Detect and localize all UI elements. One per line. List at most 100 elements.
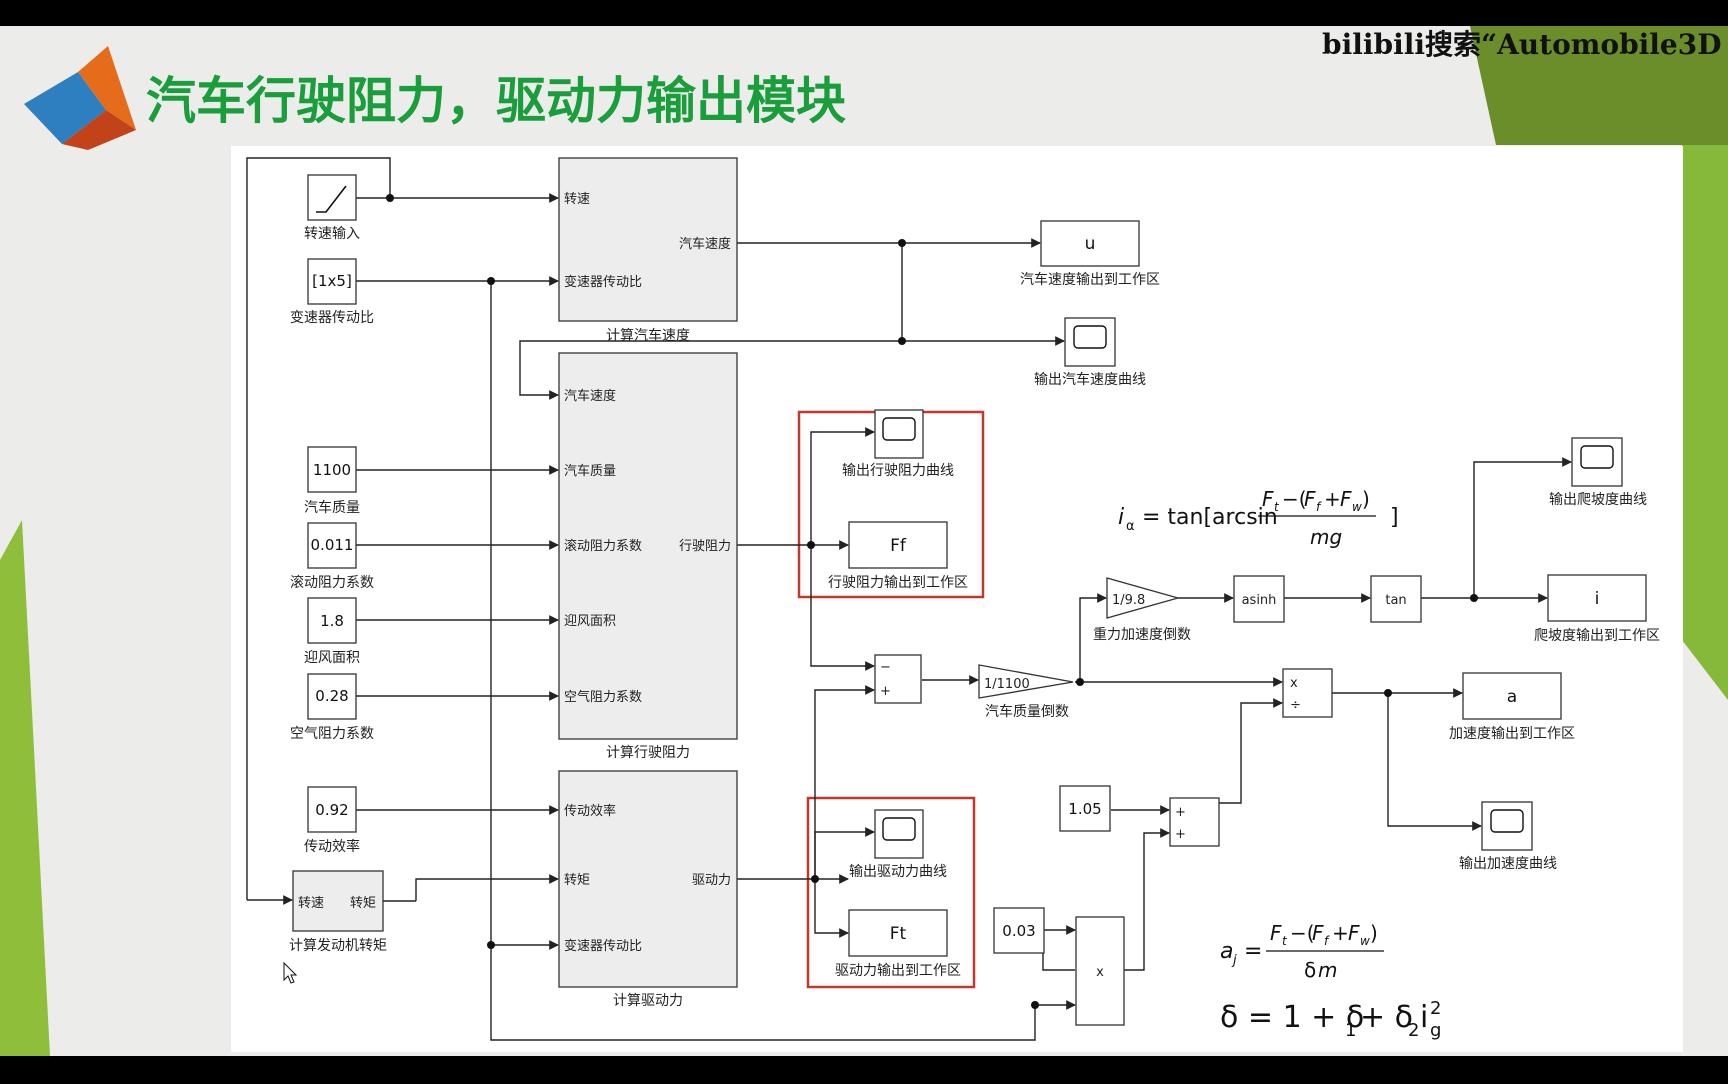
- mass-block[interactable]: [307, 446, 357, 493]
- resist-scope-label: 输出行驶阻力曲线: [842, 463, 954, 479]
- divide-sign-2: ÷: [1290, 698, 1301, 713]
- product-block[interactable]: [1075, 916, 1125, 1026]
- scope-icon: [882, 817, 916, 841]
- svg-text:=: =: [1244, 939, 1262, 964]
- svg-text:δ: δ: [1304, 958, 1316, 982]
- watermark: bilibili搜索“Automobile3D: [1322, 28, 1722, 61]
- const-003-block[interactable]: [993, 907, 1045, 954]
- roll-coef-block[interactable]: [307, 522, 357, 569]
- svg-text:g: g: [1430, 1020, 1441, 1041]
- svg-text:F: F: [1270, 921, 1282, 945]
- drive-scope-label: 输出驱动力曲线: [849, 864, 947, 880]
- ff-workspace-block[interactable]: [848, 521, 948, 569]
- svg-text:2: 2: [1430, 998, 1441, 1019]
- svg-text:2: 2: [1408, 1020, 1419, 1041]
- scope-icon: [1490, 809, 1524, 833]
- svg-text:m: m: [1318, 958, 1337, 982]
- svg-text:= tan[arcsin: = tan[arcsin: [1142, 505, 1278, 530]
- svg-text:α: α: [1126, 519, 1135, 534]
- acc-scope-block[interactable]: [1481, 801, 1533, 851]
- svg-text:+: +: [1324, 487, 1341, 511]
- efficiency-value: 0.92: [315, 801, 348, 819]
- engine-port-in: 转速: [298, 896, 324, 911]
- frontal-area-value: 1.8: [320, 612, 344, 630]
- gain-mass-label: 汽车质量倒数: [985, 703, 1069, 720]
- i-label: 爬坡度输出到工作区: [1534, 628, 1660, 644]
- svg-text:F: F: [1348, 921, 1360, 945]
- svg-text:]: ]: [1390, 505, 1399, 530]
- svg-text:): ): [1362, 487, 1370, 511]
- frontal-area-label: 迎风面积: [304, 650, 360, 666]
- mass-label: 汽车质量: [304, 499, 360, 516]
- climb-scope-block[interactable]: [1571, 437, 1623, 487]
- resist-port-out: 行驶阻力: [679, 539, 731, 554]
- accel-formula: a j = F t −( F f + F w ) δ m: [1220, 921, 1384, 982]
- speed-scope-label: 输出汽车速度曲线: [1034, 371, 1146, 388]
- efficiency-label: 传动效率: [304, 838, 360, 855]
- drive-port-in3: 变速器传动比: [564, 938, 642, 954]
- divide-block[interactable]: [1282, 668, 1333, 718]
- air-coef-label: 空气阻力系数: [290, 726, 374, 742]
- ramp-icon: [316, 185, 347, 213]
- svg-text:t: t: [1282, 934, 1288, 948]
- drive-subsystem[interactable]: [558, 770, 738, 988]
- const-105-value: 1.05: [1068, 800, 1101, 818]
- sum1-sign-2: +: [880, 684, 891, 699]
- svg-text:−(: −(: [1290, 921, 1315, 945]
- resist-port-in5: 空气阻力系数: [564, 689, 642, 705]
- svg-text:f: f: [1324, 934, 1330, 948]
- speed-port-out: 汽车速度: [679, 236, 731, 252]
- resist-port-in4: 迎风面积: [564, 614, 616, 629]
- ramp-block[interactable]: [307, 174, 357, 221]
- const-105-block[interactable]: [1059, 785, 1111, 832]
- i-workspace-block[interactable]: [1547, 574, 1647, 622]
- tan-block[interactable]: [1370, 575, 1422, 623]
- roll-coef-value: 0.011: [311, 536, 354, 554]
- resistance-subsystem-label: 计算行驶阻力: [606, 745, 690, 761]
- ff-value: Ff: [890, 536, 907, 556]
- divide-sign-1: x: [1290, 676, 1298, 691]
- resist-scope-block[interactable]: [874, 409, 924, 459]
- sum-block-2[interactable]: [1169, 797, 1220, 847]
- u-workspace-block[interactable]: [1040, 220, 1140, 267]
- resist-port-in1: 汽车速度: [564, 388, 616, 404]
- gear-ratio-label: 变速器传动比: [290, 310, 374, 326]
- svg-text:): ): [1370, 921, 1378, 945]
- gain-mass-block[interactable]: [978, 664, 1074, 699]
- air-coef-block[interactable]: [307, 673, 357, 720]
- efficiency-block[interactable]: [307, 786, 357, 833]
- a-workspace-block[interactable]: [1462, 672, 1562, 720]
- roll-coef-label: 滚动阻力系数: [290, 574, 374, 591]
- resistance-subsystem[interactable]: [558, 352, 738, 740]
- mass-value: 1100: [313, 461, 351, 479]
- sum-block-1[interactable]: [874, 654, 922, 704]
- gain-mass-value: 1/1100: [984, 677, 1030, 692]
- svg-text:+: +: [1332, 921, 1349, 945]
- svg-text:δ = 1 + δ: δ = 1 + δ: [1220, 1000, 1364, 1035]
- svg-text:i: i: [1420, 1000, 1428, 1035]
- svg-text:F: F: [1262, 487, 1274, 511]
- resist-port-in2: 汽车质量: [564, 463, 616, 479]
- ft-value: Ft: [890, 924, 907, 944]
- asinh-label: asinh: [1242, 593, 1277, 608]
- air-coef-value: 0.28: [315, 687, 348, 705]
- engine-torque-subsystem[interactable]: [292, 870, 384, 932]
- drive-scope-block[interactable]: [874, 809, 924, 859]
- acc-scope-label: 输出加速度曲线: [1459, 856, 1557, 872]
- scope-icon: [882, 417, 916, 441]
- gear-ratio-block[interactable]: [307, 258, 357, 305]
- page-title: 汽车行驶阻力，驱动力输出模块: [146, 72, 846, 130]
- ft-workspace-block[interactable]: [848, 909, 948, 957]
- speed-subsystem[interactable]: [558, 157, 738, 322]
- svg-text:a: a: [1220, 939, 1233, 964]
- sum2-sign-2: +: [1175, 827, 1186, 842]
- gain-gravity-block[interactable]: [1106, 577, 1181, 619]
- gain-gravity-label: 重力加速度倒数: [1093, 627, 1191, 643]
- u-label: 汽车速度输出到工作区: [1020, 271, 1160, 288]
- sum2-sign-1: +: [1175, 805, 1186, 820]
- asinh-block[interactable]: [1233, 575, 1285, 623]
- frontal-area-block[interactable]: [307, 597, 357, 644]
- svg-text:w: w: [1360, 934, 1370, 948]
- speed-scope-block[interactable]: [1064, 317, 1116, 367]
